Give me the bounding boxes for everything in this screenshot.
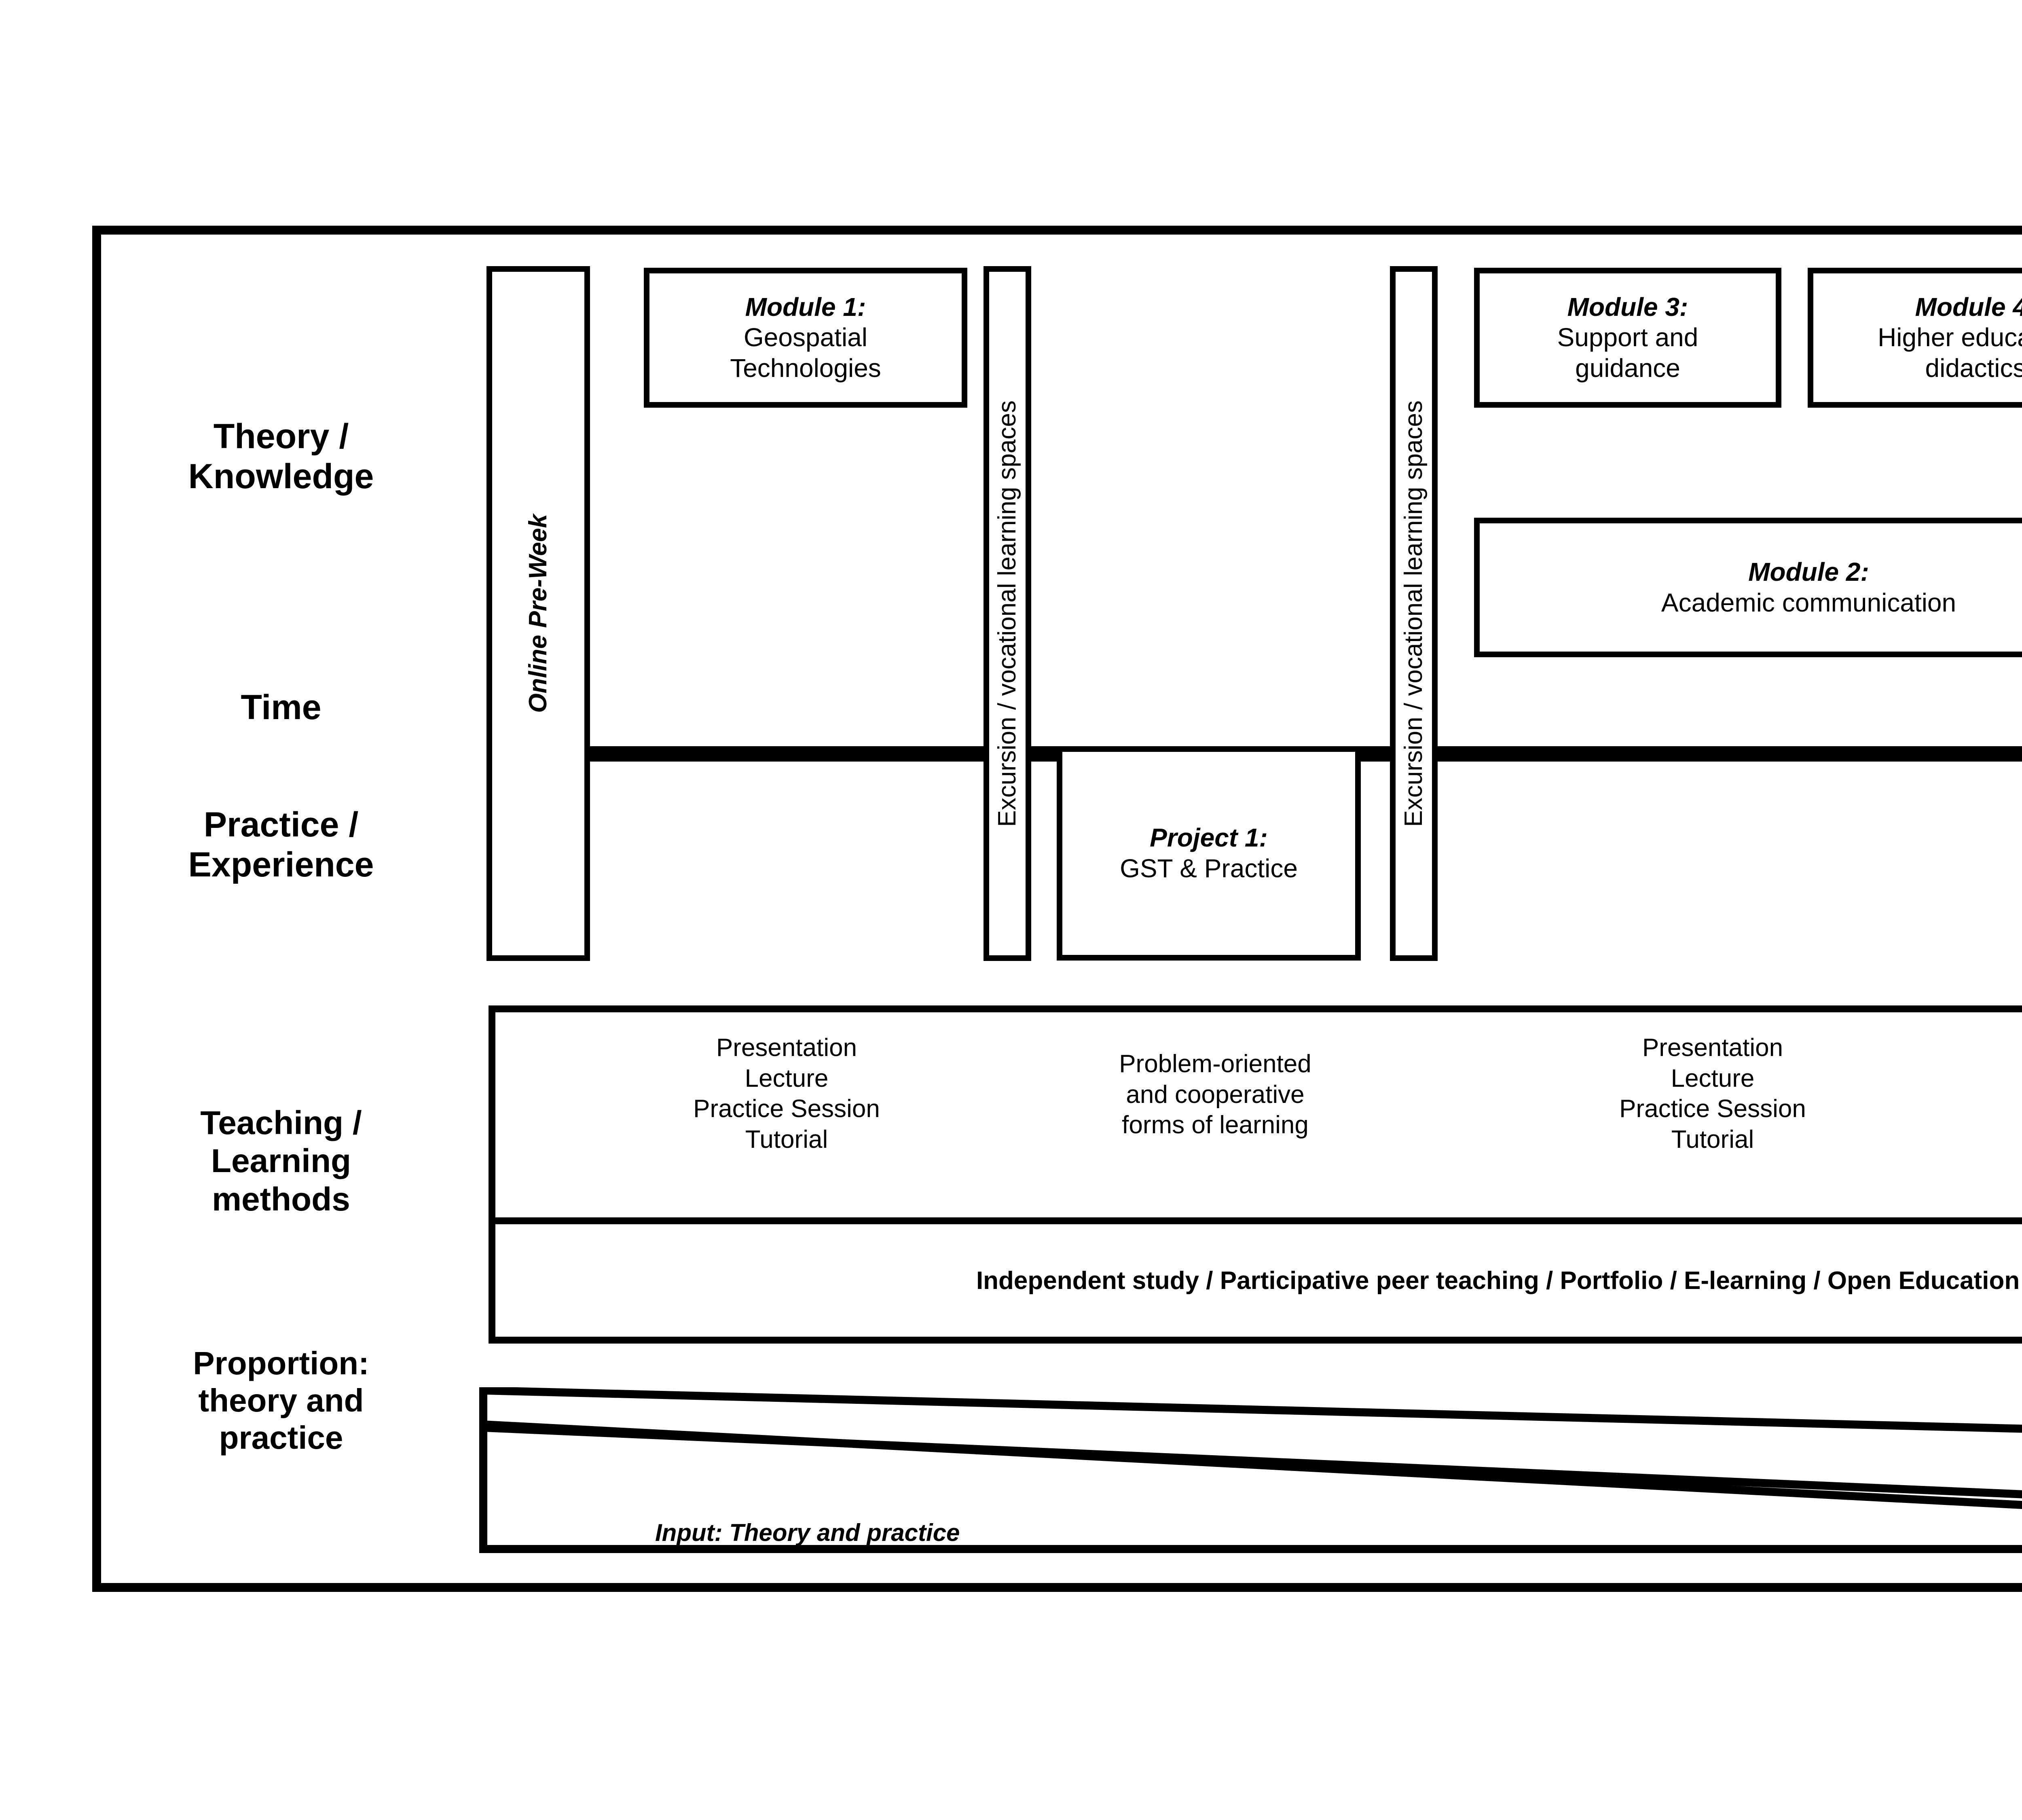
excursion-column-1[interactable]: Excursion / vocational learning spaces [984,266,1031,961]
teaching-method-line: Lecture [745,1064,829,1092]
row-label-line: Theory / [213,417,349,456]
row-label-line: Practice / [203,805,359,844]
module-3-title: Module 3: [1567,292,1688,322]
timeline-online-pre-week-column[interactable]: Online Pre-Week [486,266,590,961]
teaching-method-line: Presentation [1642,1034,1783,1062]
teaching-methods-cell-2: Problem-oriented and cooperative forms o… [997,1049,1434,1141]
module-1-title: Module 1: [745,292,866,322]
module-2-subtitle-line: Academic communication [1661,588,1956,617]
row-label-line: Learning [211,1143,351,1180]
teaching-method-line: Tutorial [745,1125,828,1153]
module-1-box[interactable]: Module 1: Geospatial Technologies [644,268,967,408]
row-label-line: Teaching / [200,1105,362,1141]
row-label-line: Knowledge [188,457,374,496]
excursion-label: Excursion / vocational learning spaces [993,400,1021,827]
row-label-line: Proportion: [193,1345,369,1381]
module-4-title: Module 4: [1915,292,2022,322]
teaching-methods-box: Presentation Lecture Practice Session Tu… [489,1005,2022,1344]
teaching-method-line: Practice Session [693,1095,880,1123]
teaching-methods-divider [495,1217,2022,1224]
row-label-line: Time [241,688,321,727]
excursion-column-2[interactable]: Excursion / vocational learning spaces [1390,266,1438,961]
row-label-line: theory and [198,1382,364,1418]
module-2-box[interactable]: Module 2: Academic communication [1474,518,2022,657]
teaching-method-line: Problem-oriented [1119,1050,1311,1078]
module-3-subtitle-line: Support and [1557,323,1698,352]
module-3-subtitle-line: guidance [1575,353,1680,383]
project-1-subtitle-line: GST & Practice [1120,854,1298,883]
excursion-label: Excursion / vocational learning spaces [1400,400,1428,827]
proportion-wedges [479,1387,2022,1553]
teaching-method-line: Practice Session [1619,1095,1806,1123]
module-3-box[interactable]: Module 3: Support and guidance [1474,268,1781,408]
independent-study-bar-label: Independent study / Participative peer t… [976,1266,2022,1295]
output-wedge [479,1387,2022,1509]
teaching-methods-cell-1: Presentation Lecture Practice Session Tu… [568,1033,1005,1155]
module-4-subtitle-line: didactics [1925,353,2022,383]
teaching-method-line: Tutorial [1671,1125,1754,1153]
row-label-line: Experience [188,845,374,884]
row-label-time: Time [121,688,441,728]
row-label-proportion: Proportion: theory and practice [109,1345,453,1456]
input-wedge [479,1423,2022,1553]
module-2-title: Module 2: [1748,557,1869,586]
module-1-subtitle-line: Geospatial [744,323,867,352]
row-label-line: methods [212,1181,350,1218]
module-4-box[interactable]: Module 4: Higher education didactics [1808,268,2022,408]
online-pre-week-label: Online Pre-Week [524,514,552,713]
teaching-method-line: forms of learning [1122,1111,1309,1139]
row-label-line: practice [219,1420,343,1456]
input-theory-practice-label: Input: Theory and practice [655,1519,960,1546]
module-1-subtitle-line: Technologies [730,353,881,383]
teaching-methods-cell-3: Presentation Lecture Practice Session Tu… [1494,1033,1931,1155]
teaching-method-line: Presentation [716,1034,857,1062]
row-label-teaching-learning-methods: Teaching / Learning methods [109,1104,453,1219]
module-4-subtitle-line: Higher education [1878,323,2022,352]
project-1-title: Project 1: [1150,823,1268,853]
row-label-practice-experience: Practice / Experience [121,805,441,885]
project-1-box[interactable]: Project 1: GST & Practice [1057,746,1361,961]
teaching-method-line: and cooperative [1126,1080,1305,1109]
row-label-theory-knowledge: Theory / Knowledge [121,417,441,497]
teaching-method-line: Lecture [1671,1064,1755,1092]
